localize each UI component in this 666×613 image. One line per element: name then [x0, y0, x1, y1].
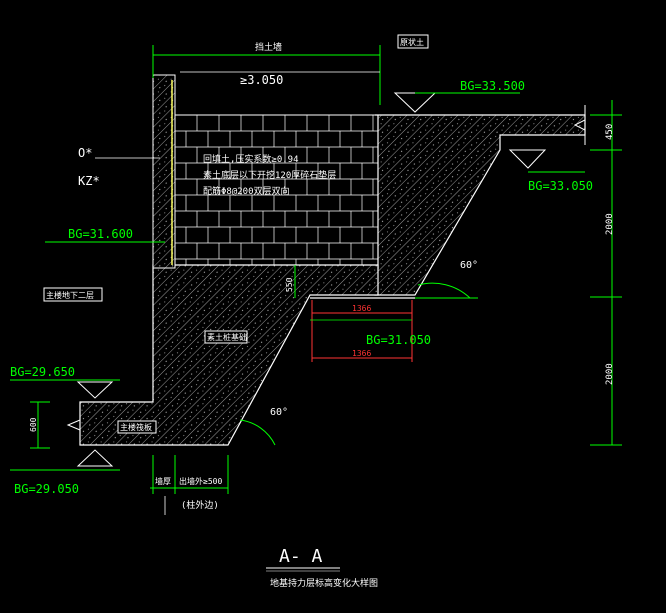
o-mark-label: O* [78, 146, 92, 160]
left-box [43, 287, 103, 302]
backfill-outline [174, 114, 379, 266]
elev-marker-33050 [508, 149, 547, 169]
dim-1366-a-label: 1366 [352, 304, 371, 313]
bg-31600-label: BG=31.600 [68, 227, 133, 241]
elev-marker-29050 [76, 449, 114, 467]
left-box-label: 主楼地下二层 [46, 290, 94, 300]
dim-600-label: 600 [29, 417, 38, 432]
note-line-3: 配筋Φ8@200双层双向 [203, 185, 290, 197]
angle-arc-upper [417, 282, 471, 299]
bg-31050-label: BG=31.050 [366, 333, 431, 347]
center-box-label: 素土桩基础 [207, 332, 247, 342]
drawing-title: 地基持力层标高变化大样图 [270, 577, 378, 589]
bottom-note-label: (柱外边) [181, 499, 219, 511]
bg-29650-label: BG=29.650 [10, 365, 75, 379]
dim-450-label: 450 [605, 124, 615, 140]
note-line-1: 回填土,压实系数≥0.94 [203, 153, 299, 165]
bottom-box-label: 主楼筏板 [120, 422, 152, 432]
bg-33050-label: BG=33.050 [528, 179, 593, 193]
angle-arc-lower [239, 419, 276, 446]
bg-29050-label: BG=29.050 [14, 482, 79, 496]
concrete-upper-body [374, 114, 586, 296]
angle-60-lower-label: 60° [270, 407, 288, 418]
concrete-lower-body [79, 264, 379, 446]
bottom-box [117, 420, 157, 434]
bg-33500-label: BG=33.500 [460, 79, 525, 93]
break-symbol-left [66, 410, 81, 440]
top-dimension-label: 挡土墙 [255, 41, 282, 53]
dim-2000-upper-label: 2000 [605, 213, 615, 235]
dim-1366-b-label: 1366 [352, 349, 371, 358]
kz-mark-label: KZ* [78, 174, 100, 188]
bottom-dim-a-label: 墙厚 [155, 476, 171, 486]
elev-marker-33500 [393, 92, 437, 113]
elevation-ge-label: ≥3.050 [240, 73, 283, 87]
dim-550-label: 550 [285, 277, 294, 292]
angle-60-upper-label: 60° [460, 260, 478, 271]
elev-marker-29650 [76, 381, 114, 399]
center-box [204, 330, 248, 344]
top-box [397, 34, 429, 49]
backfill-grid [174, 115, 378, 265]
dim-2000-lower-label: 2000 [605, 363, 615, 385]
section-title: A- A [279, 546, 323, 567]
note-line-2: 素土底层以下开挖120厚碎石垫层 [203, 169, 336, 181]
top-box-label: 原状土 [400, 37, 424, 47]
break-symbol-right [573, 105, 586, 145]
bottom-dim-b-label: 出墙外≥500 [179, 476, 222, 486]
